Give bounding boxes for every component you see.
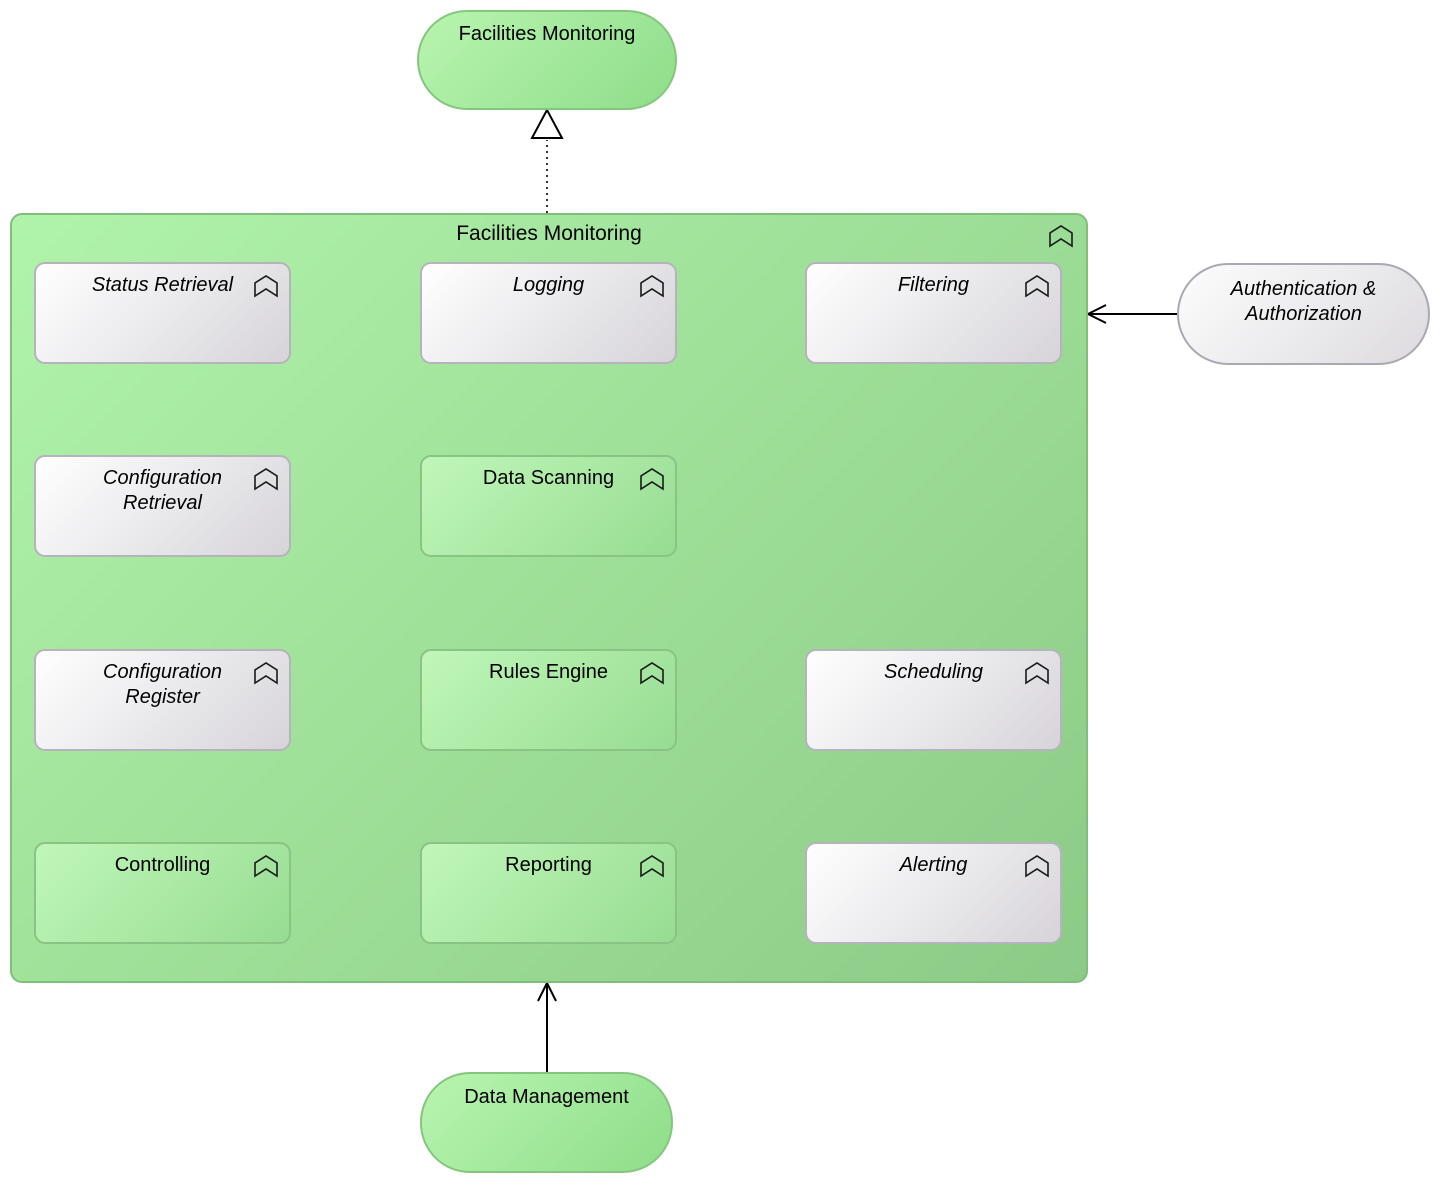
business-function-icon (1048, 224, 1074, 253)
business-function-icon (639, 274, 665, 305)
function-label: Controlling (114, 854, 211, 876)
function-data-scanning[interactable]: Data Scanning (420, 455, 677, 557)
function-status-retrieval[interactable]: Status Retrieval (34, 262, 291, 364)
business-function-icon (1024, 661, 1050, 692)
capsule-facilities-monitoring[interactable]: Facilities Monitoring (417, 10, 677, 110)
business-function-icon (253, 467, 279, 498)
function-reporting[interactable]: Reporting (420, 842, 677, 944)
function-label: Status Retrieval (91, 274, 234, 296)
capsule-data-management[interactable]: Data Management (420, 1072, 673, 1173)
business-function-icon (253, 661, 279, 692)
capsule-label: Authentication & Authorization (1230, 278, 1377, 325)
realization-triangle (530, 107, 564, 139)
function-rules-engine[interactable]: Rules Engine (420, 649, 677, 751)
business-function-icon (639, 661, 665, 692)
function-label: Filtering (897, 274, 970, 296)
business-function-icon (639, 467, 665, 498)
function-filtering[interactable]: Filtering (805, 262, 1062, 364)
function-label: Logging (512, 274, 585, 296)
capsule-label: Facilities Monitoring (458, 23, 636, 45)
capsule-authentication-authorization[interactable]: Authentication & Authorization (1177, 263, 1430, 365)
function-label: Reporting (505, 854, 592, 876)
function-label: Rules Engine (489, 661, 608, 683)
function-configuration-retrieval[interactable]: Configuration Retrieval (34, 455, 291, 557)
function-label: Alerting (899, 854, 968, 876)
function-label: Configuration Register (103, 661, 222, 708)
business-function-icon (639, 854, 665, 885)
function-label: Configuration Retrieval (103, 467, 222, 514)
capsule-label: Data Management (464, 1086, 629, 1108)
function-configuration-register[interactable]: Configuration Register (34, 649, 291, 751)
function-logging[interactable]: Logging (420, 262, 677, 364)
function-label: Data Scanning (482, 467, 615, 489)
business-function-icon (1024, 854, 1050, 885)
function-alerting[interactable]: Alerting (805, 842, 1062, 944)
function-label: Scheduling (884, 661, 983, 683)
function-controlling[interactable]: Controlling (34, 842, 291, 944)
container-title: Facilities Monitoring (456, 222, 642, 245)
business-function-icon (253, 274, 279, 305)
function-scheduling[interactable]: Scheduling (805, 649, 1062, 751)
business-function-icon (1024, 274, 1050, 305)
business-function-icon (253, 854, 279, 885)
